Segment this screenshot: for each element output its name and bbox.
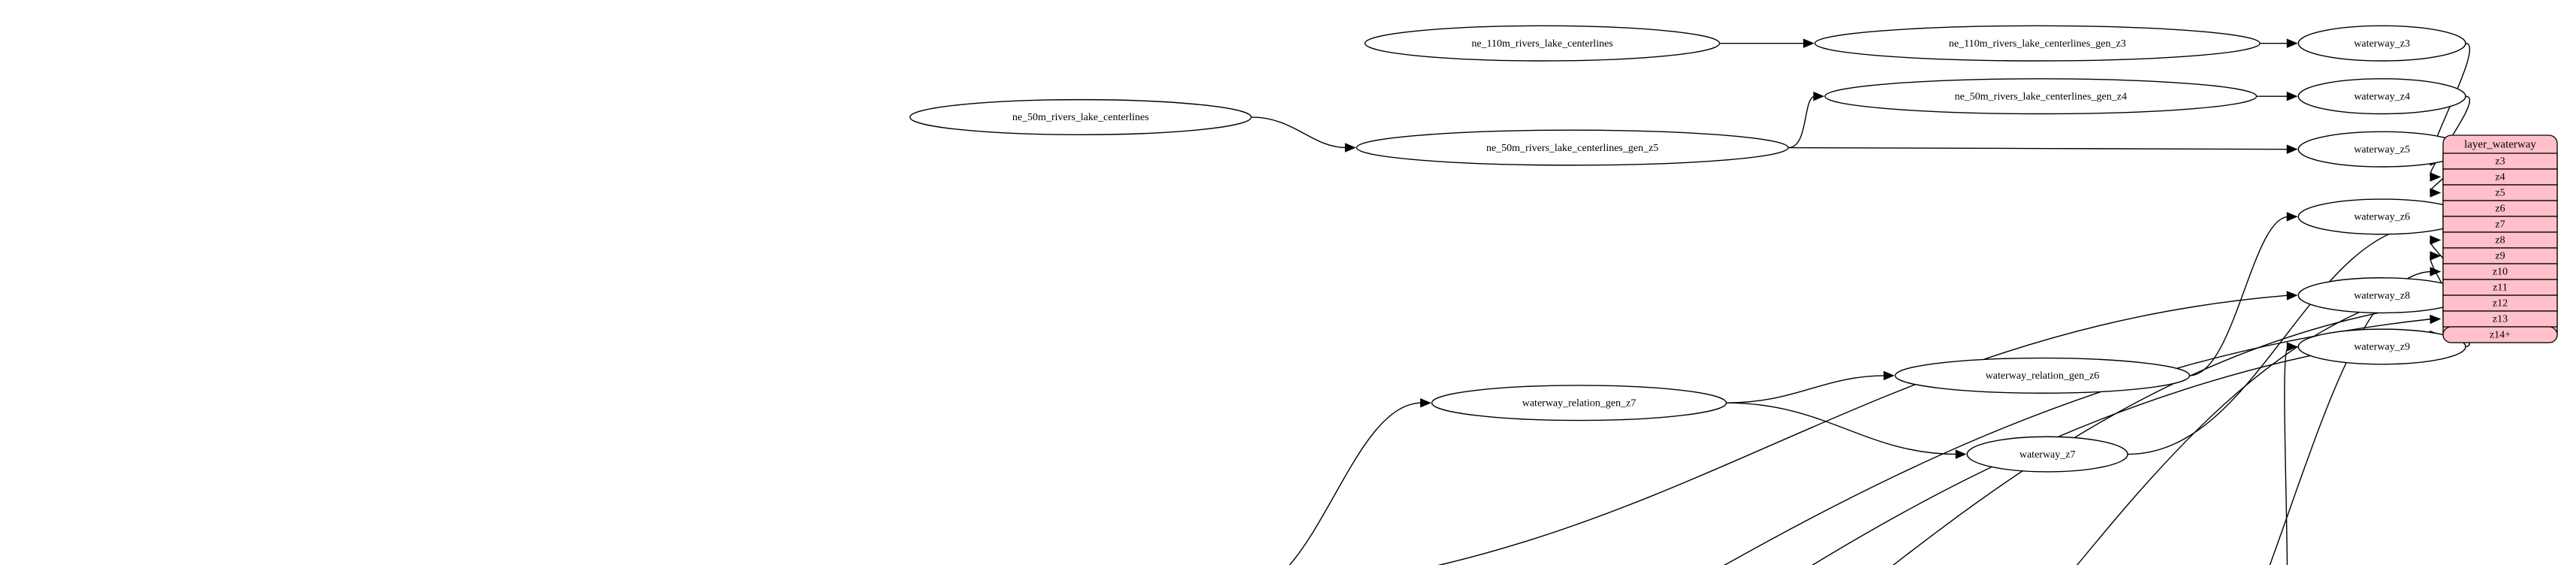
edge-arrowhead	[2286, 212, 2298, 222]
edge-arrowhead	[1420, 397, 1431, 408]
nodes-layer: imposm3osm_waterway_relationosm_waterway…	[909, 25, 2466, 473]
node-waterway_z8[interactable]: waterway_z8	[2297, 277, 2466, 314]
table-row-label-z11: z11	[2493, 282, 2508, 294]
node-waterway_z4[interactable]: waterway_z4	[2297, 78, 2466, 115]
table-row-label-z4: z4	[2495, 172, 2505, 183]
node-shape-ne_50m_rivers_lake_centerlines_gen_z4[interactable]	[1824, 78, 2258, 115]
node-shape-ne_110m_rivers_lake_centerlines[interactable]	[1364, 25, 1721, 62]
node-ne_50m_rivers_lake_centerlines_gen_z4[interactable]: ne_50m_rivers_lake_centerlines_gen_z4	[1824, 78, 2258, 115]
edge-arrowhead	[1344, 143, 1356, 153]
edge-waterway_z14-to-layer_waterway_z14_	[1811, 334, 2433, 565]
edge-waterway_relation_gen_z8-to-waterway_z8	[1437, 295, 2289, 565]
edge-arrowhead	[1884, 370, 1895, 381]
node-label-waterway_relation_gen_z7: waterway_relation_gen_z7	[1522, 397, 1636, 409]
node-shape-waterway_z7[interactable]	[1966, 436, 2128, 473]
node-waterway_relation_gen_z7[interactable]: waterway_relation_gen_z7	[1431, 385, 1727, 421]
node-shape-ne_110m_rivers_lake_centerlines_gen_z3[interactable]	[1814, 25, 2261, 62]
layer-waterway-table: layer_waterway z3 z4 z5 z6 z7 z8 z9 z10 z11 z12 z13…	[2442, 134, 2558, 343]
node-label-waterway_z7: waterway_z7	[2019, 449, 2076, 461]
node-shape-waterway_relation_gen_z7[interactable]	[1431, 385, 1727, 421]
edge-arrowhead	[1813, 91, 1825, 101]
table-row-label-z5: z5	[2495, 188, 2505, 199]
edge-arrowhead	[2286, 291, 2298, 301]
node-waterway_z3[interactable]: waterway_z3	[2297, 25, 2466, 62]
table-row-label-z9: z9	[2495, 251, 2505, 262]
node-label-waterway_z3: waterway_z3	[2354, 38, 2410, 50]
edge-arrowhead	[2430, 314, 2442, 325]
node-label-ne_50m_rivers_lake_centerlines_gen_z4: ne_50m_rivers_lake_centerlines_gen_z4	[1955, 91, 2127, 102]
node-shape-ne_50m_rivers_lake_centerlines[interactable]	[909, 98, 1252, 135]
node-shape-waterway_z4[interactable]	[2297, 78, 2466, 115]
table-row-z14plus[interactable]	[2442, 326, 2558, 343]
edge-arrowhead	[2430, 235, 2442, 245]
edge-arrowhead	[1955, 449, 1967, 459]
node-label-waterway_z5: waterway_z5	[2354, 144, 2410, 156]
edge-waterway_relation_gen_z6-to-waterway_z6	[2189, 216, 2289, 376]
node-ne_110m_rivers_lake_centerlines[interactable]: ne_110m_rivers_lake_centerlines	[1364, 25, 1721, 62]
edge-arrowhead	[2430, 188, 2442, 198]
edge-arrowhead	[2430, 267, 2442, 276]
edge-waterway_relation_gen_z8-to-waterway_relation_gen_z7	[1289, 402, 1422, 565]
edge-arrowhead	[2430, 251, 2442, 261]
node-label-ne_50m_rivers_lake_centerlines: ne_50m_rivers_lake_centerlines	[1012, 112, 1149, 123]
layer-waterway-table-header: layer_waterway	[2464, 138, 2536, 150]
table-row-label-z14plus: z14+	[2490, 330, 2511, 341]
node-label-waterway_z4: waterway_z4	[2354, 91, 2410, 102]
table-row-label-z6: z6	[2495, 204, 2505, 215]
edge-waterway_z13-to-layer_waterway_z13	[1724, 318, 2433, 565]
edges-layer	[1250, 38, 2471, 565]
node-label-waterway_z9: waterway_z9	[2354, 342, 2410, 353]
node-label-waterway_z8: waterway_z8	[2354, 290, 2410, 301]
node-shape-waterway_z3[interactable]	[2297, 25, 2466, 62]
edge-arrowhead	[1803, 38, 1814, 48]
edge-ne_50m_rivers_lake_centerlines_gen_z5-to-waterway_z5	[1787, 147, 2289, 150]
edge-ne_50m_rivers_lake_centerlines-to-ne_50m_rivers_lake_centerlines_gen_z5	[1250, 116, 1347, 149]
node-label-waterway_relation_gen_z6: waterway_relation_gen_z6	[1986, 370, 2100, 382]
node-waterway_z7[interactable]: waterway_z7	[1966, 436, 2128, 473]
node-waterway_z9[interactable]: waterway_z9	[2297, 328, 2466, 365]
edge-waterway_relation_gen_z7-to-waterway_relation_gen_z6	[1726, 375, 1886, 403]
node-shape-ne_50m_rivers_lake_centerlines_gen_z5[interactable]	[1356, 129, 1789, 166]
edge-arrowhead	[2286, 91, 2298, 101]
node-waterway_z6[interactable]: waterway_z6	[2297, 198, 2466, 235]
node-waterway_relation_gen_z6[interactable]: waterway_relation_gen_z6	[1894, 357, 2191, 394]
edge-arrowhead	[2286, 342, 2298, 352]
node-ne_110m_rivers_lake_centerlines_gen_z3[interactable]: ne_110m_rivers_lake_centerlines_gen_z3	[1814, 25, 2261, 62]
edge-waterway_relation_gen_z7-to-waterway_z7	[1726, 402, 1958, 455]
node-label-ne_50m_rivers_lake_centerlines_gen_z5: ne_50m_rivers_lake_centerlines_gen_z5	[1486, 143, 1658, 154]
edge-arrowhead	[2286, 38, 2298, 48]
edge-osm_important_waterway_linestring_gen_z9-to-waterway_z9	[2284, 346, 2289, 565]
node-label-waterway_z6: waterway_z6	[2354, 212, 2410, 223]
table-row-label-z7: z7	[2495, 219, 2505, 231]
node-label-ne_110m_rivers_lake_centerlines: ne_110m_rivers_lake_centerlines	[1471, 38, 1612, 50]
node-ne_50m_rivers_lake_centerlines_gen_z5[interactable]: ne_50m_rivers_lake_centerlines_gen_z5	[1356, 129, 1789, 166]
table-row-label-z8: z8	[2495, 235, 2505, 246]
node-shape-waterway_relation_gen_z6[interactable]	[1894, 357, 2191, 394]
node-label-ne_110m_rivers_lake_centerlines_gen_z3: ne_110m_rivers_lake_centerlines_gen_z3	[1949, 38, 2126, 50]
table-row-label-z13: z13	[2493, 314, 2508, 325]
edge-waterway_z12-to-layer_waterway_z12	[1893, 302, 2433, 565]
node-shape-waterway_z9[interactable]	[2297, 328, 2466, 365]
node-waterway_z5[interactable]: waterway_z5	[2297, 131, 2466, 168]
table-row-label-z12: z12	[2493, 298, 2508, 310]
edge-ne_50m_rivers_lake_centerlines_gen_z5-to-ne_50m_rivers_lake_centerlines_gen_z4	[1787, 95, 1816, 149]
edge-arrowhead	[2286, 144, 2298, 154]
node-ne_50m_rivers_lake_centerlines[interactable]: ne_50m_rivers_lake_centerlines	[909, 98, 1252, 135]
table-row-label-z3: z3	[2495, 156, 2505, 168]
table-row-label-z10: z10	[2493, 267, 2508, 278]
edge-arrowhead	[2430, 172, 2442, 182]
